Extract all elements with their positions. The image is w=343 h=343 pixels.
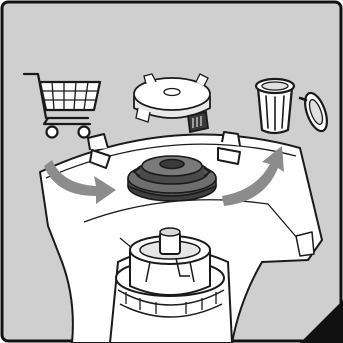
figure-stage xyxy=(0,0,343,343)
illustration xyxy=(0,0,343,343)
